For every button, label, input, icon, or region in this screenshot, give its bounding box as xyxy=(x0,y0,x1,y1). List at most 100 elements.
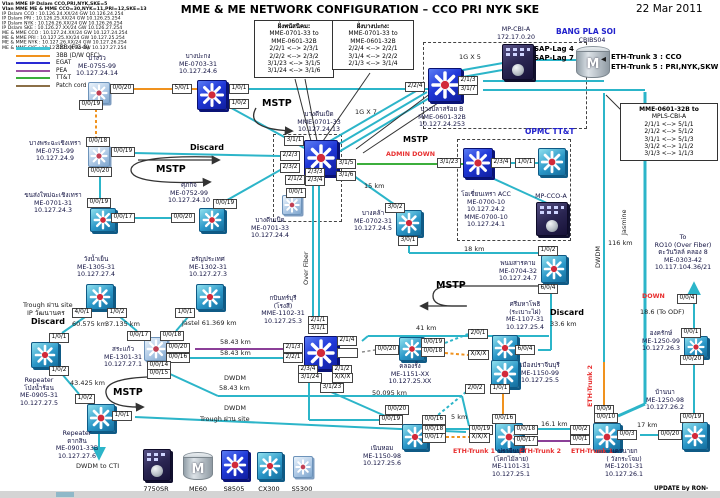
annotation-label: Discard xyxy=(31,317,65,326)
port-label xyxy=(337,348,358,358)
device-icon-ME-0901-33B[interactable] xyxy=(87,404,115,432)
port-label: 0/0/17 xyxy=(127,331,151,341)
annotation-label: Over Fiber xyxy=(302,251,310,285)
device-icon-ME-0905-31[interactable] xyxy=(31,342,59,368)
info-line: IP Dslam NYK : 10.126.26.XX/24 GW 10.126… xyxy=(2,20,123,27)
annotation-label: DWDM xyxy=(224,404,247,412)
annotation-label: 1G X 7 xyxy=(355,108,377,116)
link-line xyxy=(461,395,470,427)
port-label: 4/0/1 xyxy=(72,308,92,318)
annotation-label: BANG PLA SOI xyxy=(556,27,616,36)
device-icon-ME60[interactable]: M xyxy=(183,452,213,480)
port-label: 3/1/23 xyxy=(437,158,461,168)
page-title: MME & ME NETWORK CONFIGURATION – CCO PRI… xyxy=(180,3,540,16)
device-icon-ME-1201-31[interactable] xyxy=(593,423,621,451)
port-label: 1/0/2 xyxy=(107,308,127,318)
device-icon-S8505[interactable] xyxy=(221,450,249,480)
device-icon-MME-0700-10[interactable] xyxy=(463,148,493,178)
sr-ports-row xyxy=(506,48,530,51)
device-icon-CX300[interactable] xyxy=(257,452,283,480)
link-line xyxy=(444,333,469,344)
device-icon-ME-0700-10[interactable] xyxy=(538,148,566,176)
device-icon-MP-CBI-A[interactable] xyxy=(502,44,534,80)
device-icon-7750SR[interactable] xyxy=(143,449,171,481)
device-icon-ME-0755-99[interactable] xyxy=(88,82,110,104)
router-star-icon xyxy=(223,453,247,477)
device-icon-ME-0703-31[interactable] xyxy=(197,80,227,110)
device-icon-MME-1102-31[interactable] xyxy=(304,336,338,370)
device-icon-ME-1250-98[interactable] xyxy=(682,422,708,450)
port-label: 3/0/2 xyxy=(385,203,405,213)
info-line: IP Dslam SKE : 10.126.27.XX/24 GW 10.126… xyxy=(2,25,123,31)
port-label: 0/0/10 xyxy=(594,413,618,423)
link-line xyxy=(61,373,80,395)
annotation-label: ETH-Trunk 1 xyxy=(453,448,495,455)
device-icon-ME-1301-31[interactable] xyxy=(144,337,168,361)
router-star-icon xyxy=(295,459,311,475)
device-icon-MP-CCO-A[interactable] xyxy=(536,202,568,236)
router-star-icon xyxy=(404,426,426,448)
device-icon-ME-1151-XX[interactable] xyxy=(399,337,425,361)
flow-arrow xyxy=(130,156,215,187)
annotation-label: DWDM xyxy=(224,374,247,382)
router-star-icon xyxy=(199,286,221,308)
annotation-label: Discard xyxy=(190,143,224,152)
device-icon-ME-0701-31[interactable] xyxy=(90,208,116,232)
me60-body xyxy=(576,51,610,78)
router-star-icon xyxy=(89,286,111,308)
port-label: 0/0/20 xyxy=(110,84,134,94)
annotation-label: 116 km xyxy=(608,239,633,247)
link-line xyxy=(61,316,86,334)
legend-row: TT&T xyxy=(16,75,136,82)
device-icon-MME-0601-32B[interactable] xyxy=(428,68,462,102)
device-icon-ME-0704-32[interactable] xyxy=(541,255,567,283)
port-label: 0/0/18 xyxy=(160,331,184,341)
port-label: 1/0/1 xyxy=(515,158,535,168)
legend-row: 3BB (D/W OFC) xyxy=(16,53,136,60)
link-line xyxy=(133,152,281,157)
sr-sphere xyxy=(546,220,558,232)
router-star-icon xyxy=(431,71,459,99)
port-label: 2/3/2 xyxy=(280,163,300,173)
port-label: 0/0/20 xyxy=(385,405,409,415)
annotation-label: 58.43 km xyxy=(219,384,250,392)
port-label: X/X/X xyxy=(332,373,353,383)
info-line: ME & MME SKE : 10.127.27.XX/24 GW 10.127… xyxy=(2,44,127,51)
annotation-label: SAP-Lag 7 xyxy=(534,54,574,62)
dashed-group-box xyxy=(457,139,571,241)
device-icon-ME-0751-99[interactable] xyxy=(88,145,110,167)
router-star-icon xyxy=(307,339,335,367)
port-label: 0/0/1 xyxy=(570,435,590,445)
device-icon-S5300[interactable] xyxy=(293,456,313,478)
device-icon-CBIBS04[interactable]: M xyxy=(576,46,610,78)
device-icon-ME-0701-33[interactable] xyxy=(282,195,302,215)
port-label: 1/0/2 xyxy=(229,99,249,109)
port-label: 0/0/3 xyxy=(617,430,637,440)
router-star-icon xyxy=(284,197,300,213)
port-label: 0/0/18 xyxy=(514,425,538,435)
annotation-label: MSTP xyxy=(156,164,186,175)
port-label: 2/1/4 xyxy=(337,336,357,346)
router-star-icon xyxy=(465,150,491,176)
port-label: 1/0/2 xyxy=(75,394,95,404)
sr-ports-row xyxy=(506,53,524,56)
port-label: 1/0/1 xyxy=(175,308,195,318)
device-icon-ME-0752-99[interactable] xyxy=(199,208,225,232)
router-star-icon xyxy=(34,344,56,366)
device-icon-ME-1305-31[interactable] xyxy=(86,284,114,310)
device-icon-ME-0702-31[interactable] xyxy=(396,210,422,236)
port-label: 0/0/17 xyxy=(514,436,538,446)
flow-arrow xyxy=(105,376,148,412)
annotation-label: Jasmine xyxy=(620,209,628,235)
port-label: 1/0/1 xyxy=(490,384,510,394)
device-icon-ME-1302-31[interactable] xyxy=(196,284,224,310)
